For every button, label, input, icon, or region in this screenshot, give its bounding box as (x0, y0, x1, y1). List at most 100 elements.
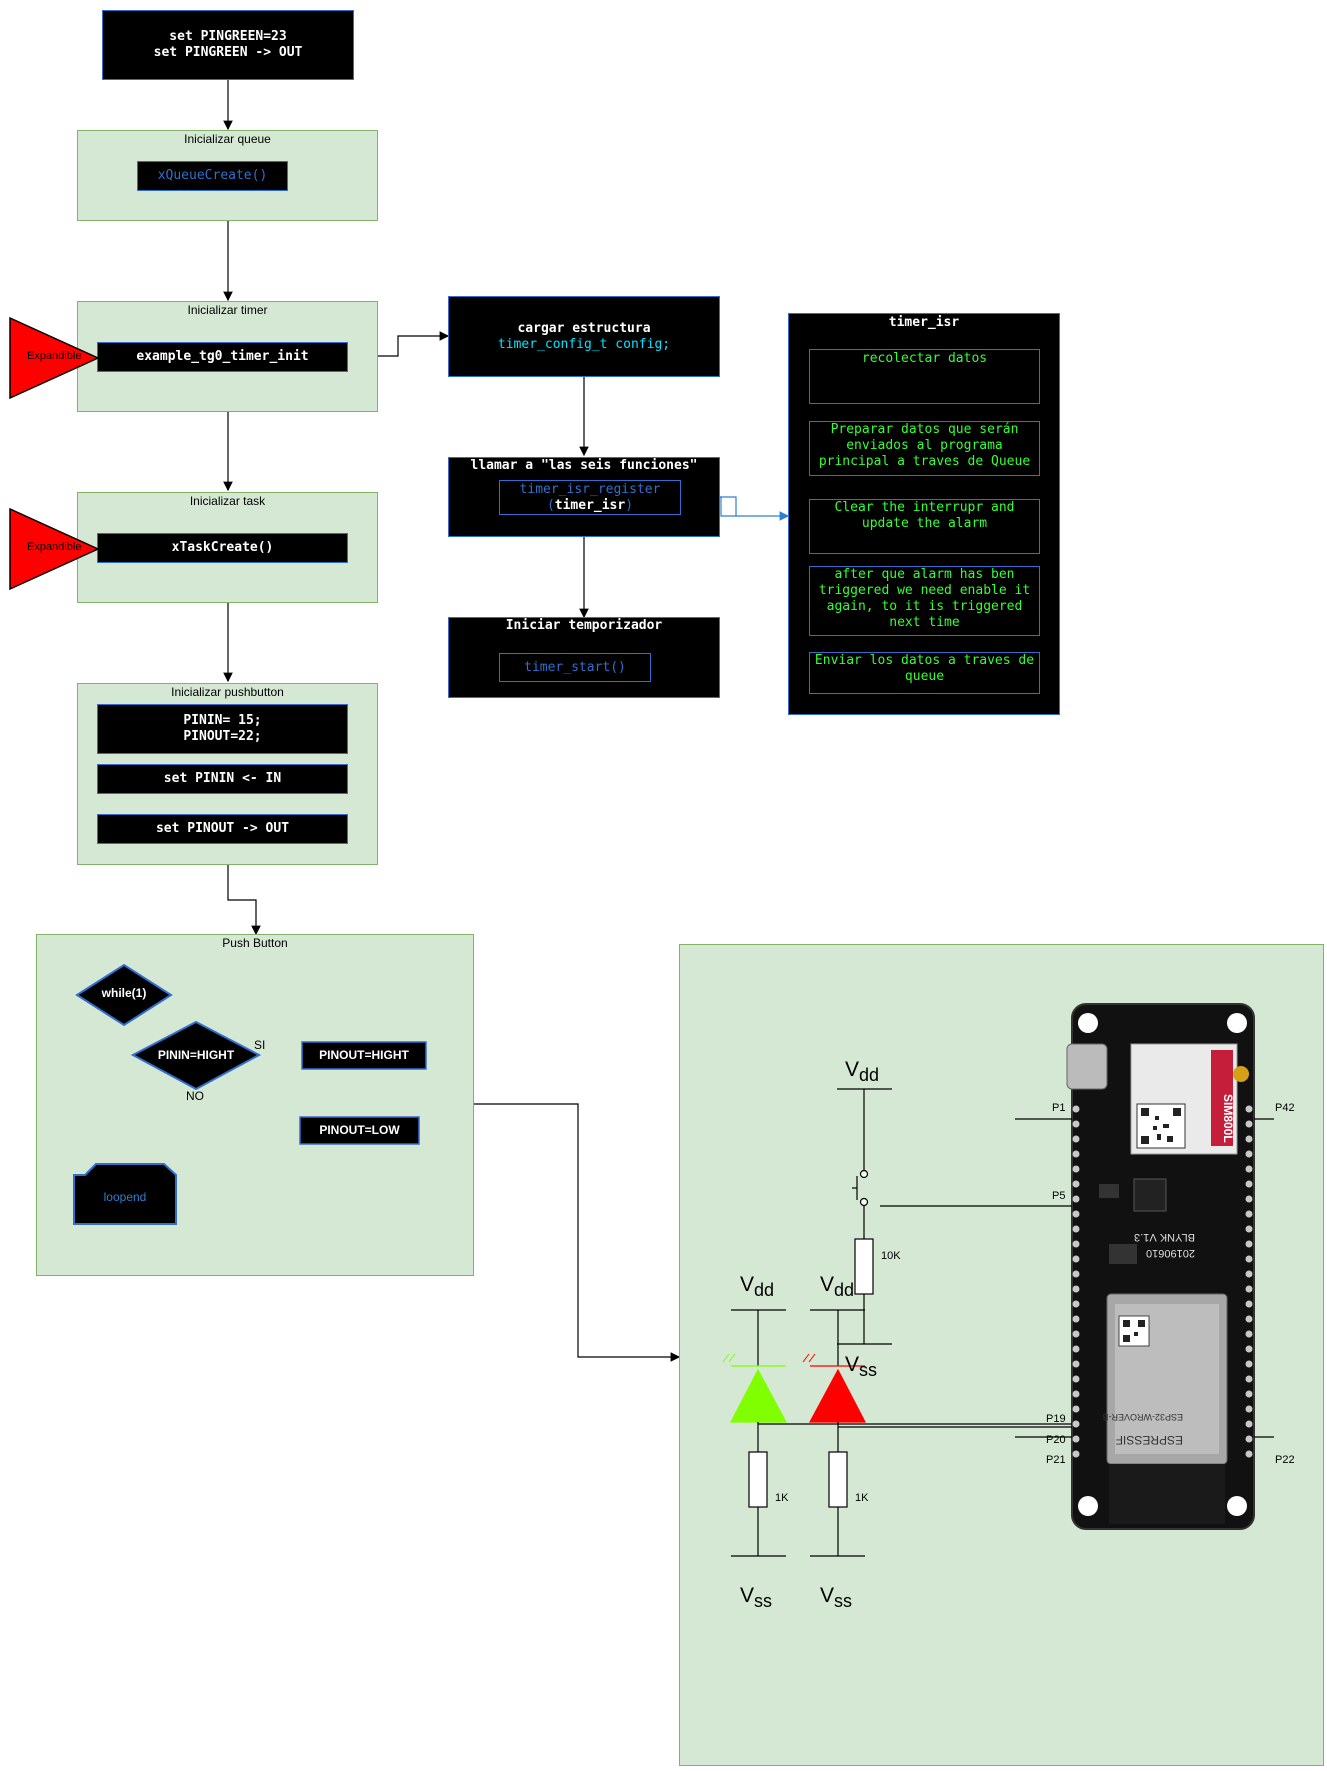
vdd-sub: dd (834, 1280, 855, 1301)
vss-sub: ss (834, 1591, 853, 1612)
isr-step-2[interactable]: Preparar datos que serán enviados al pro… (809, 421, 1040, 476)
arrow-pushbutton-to-loop (227, 865, 261, 936)
vss-green-led: Vss (740, 1584, 772, 1612)
isr-step-1-label: recolectar datos (861, 351, 988, 366)
xqueuecreate-block[interactable]: xQueueCreate() (137, 161, 288, 191)
condition-diamond[interactable] (130, 1020, 262, 1091)
vdd-switch: Vdd (845, 1058, 879, 1086)
start-line2: set PINGREEN -> OUT (153, 45, 303, 60)
pin-p22-label: P22 (1275, 1454, 1295, 1466)
loopend-shape[interactable] (73, 1163, 177, 1225)
isr-step-1[interactable]: recolectar datos (809, 349, 1040, 404)
set-pinout-block[interactable]: set PINOUT -> OUT (97, 814, 348, 844)
set-pinout-label: set PINOUT -> OUT (155, 821, 290, 836)
vdd-sub: dd (859, 1065, 880, 1086)
set-high-label: PINOUT=HIGHT (319, 1048, 409, 1062)
resistor-1k-red-label: 1K (855, 1492, 869, 1504)
expandible-label-timer: Expandible (27, 350, 82, 362)
while-diamond[interactable] (75, 963, 173, 1027)
set-low-block[interactable] (299, 1116, 420, 1145)
isr-step-3-label: Clear the interrupr and update the alarm (834, 500, 1015, 531)
push-button-title: Push Button (222, 936, 288, 950)
red-light-arrows (802, 1353, 816, 1363)
pin-p1-label: P1 (1052, 1102, 1066, 1114)
load-struct-line1: cargar estructura (517, 320, 651, 336)
set-pinin-label: set PININ <- IN (163, 771, 282, 786)
isr-step-3[interactable]: Clear the interrupr and update the alarm (809, 499, 1040, 554)
vss-red-led: Vss (820, 1584, 852, 1612)
six-functions-block[interactable]: llamar a "las seis funciones" timer_isr_… (448, 457, 720, 537)
condition-label: PININ=HIGHT (157, 1048, 235, 1062)
vss-main: V (820, 1584, 835, 1607)
vdd-red-led: Vdd (820, 1273, 854, 1301)
isr-paren-close: ) (625, 498, 634, 513)
resistor-1k-green-label: 1K (775, 1492, 789, 1504)
isr-step-4-label: after que alarm has ben triggered we nee… (818, 567, 1031, 630)
timer-init-block[interactable]: example_tg0_timer_init (97, 342, 348, 372)
timer-isr-title: timer_isr (888, 315, 960, 330)
xtaskcreate-label: xTaskCreate() (171, 540, 274, 555)
vss-main: V (740, 1584, 755, 1607)
vdd-sub: dd (754, 1280, 775, 1301)
vdd-main: V (820, 1273, 835, 1296)
xqueuecreate-label: xQueueCreate() (157, 168, 268, 183)
queue-group: Inicializar queue xQueueCreate() (77, 130, 378, 221)
board-name-text: BLYNK V1.3 (1134, 1231, 1195, 1243)
timer-start-call[interactable]: timer_start() (499, 653, 651, 682)
vss-sub: ss (754, 1591, 773, 1612)
load-struct-block[interactable]: cargar estructura timer_config_t config; (448, 296, 720, 377)
pushbutton-group-title: Inicializar pushbutton (171, 685, 284, 699)
vss-sub: ss (859, 1360, 878, 1381)
timer-group-title: Inicializar timer (187, 303, 268, 317)
pin-p20-label: P20 (1046, 1434, 1066, 1446)
arrow-pushbutton-to-circuit (474, 1103, 681, 1362)
queue-group-title: Inicializar queue (184, 132, 271, 146)
isr-step-5-label: Enviar los datos a traves de queue (814, 653, 1035, 684)
wrover-text: ESP32-WROVER-B (1102, 1412, 1183, 1422)
red-led-circuit (808, 1309, 866, 1557)
pin-assign-line1: PININ= 15; (183, 713, 262, 728)
circuit-drawing: SIM800L BLYNK V1.3 20190610 ESP32-WROVER… (722, 1003, 1274, 1557)
start-line1: set PINGREEN=23 (169, 29, 287, 44)
vdd-main: V (740, 1273, 755, 1296)
while-label: while(1) (101, 986, 147, 1000)
set-pinin-block[interactable]: set PININ <- IN (97, 764, 348, 794)
vss-switch: Vss (845, 1353, 877, 1381)
isr-paren-open: ( (546, 498, 555, 513)
start-timer-title: Iniciar temporizador (505, 618, 663, 633)
set-high-block[interactable] (301, 1041, 427, 1070)
isr-register-block[interactable]: timer_isr_register (timer_isr) (499, 480, 681, 515)
xtaskcreate-block[interactable]: xTaskCreate() (97, 533, 348, 563)
expandible-triangle-timer[interactable] (8, 316, 100, 400)
pin-p42-label: P42 (1275, 1102, 1295, 1114)
board-module-text: SIM800L (1221, 1094, 1235, 1143)
yes-label: SI (254, 1038, 266, 1052)
isr-arg-label: timer_isr (554, 498, 626, 513)
start-block[interactable]: set PINGREEN=23 set PINGREEN -> OUT (102, 10, 354, 80)
isr-step-4[interactable]: after que alarm has ben triggered we nee… (809, 566, 1040, 636)
pushbutton-init-group: Inicializar pushbutton PININ= 15; PINOUT… (77, 683, 378, 865)
resistor-10k-label: 10K (881, 1250, 901, 1262)
expandible-triangle-task[interactable] (8, 507, 100, 591)
vdd-green-led: Vdd (740, 1273, 774, 1301)
isr-step-2-label: Preparar datos que serán enviados al pro… (818, 422, 1031, 469)
start-timer-block[interactable]: Iniciar temporizador timer_start() (448, 617, 720, 698)
timer-isr-panel: timer_isr recolectar datos Preparar dato… (788, 313, 1060, 715)
vss-main: V (845, 1353, 860, 1376)
pin-assign-line2: PINOUT=22; (183, 729, 262, 744)
isr-step-5[interactable]: Enviar los datos a traves de queue (809, 652, 1040, 694)
green-light-arrows (722, 1353, 736, 1363)
task-group-title: Inicializar task (189, 494, 266, 508)
green-led-circuit (730, 1309, 788, 1557)
task-group: Inicializar task xTaskCreate() (77, 492, 378, 603)
board-date-text: 20190610 (1146, 1247, 1195, 1259)
pin-p21-label: P21 (1046, 1454, 1066, 1466)
timer-start-label: timer_start() (524, 660, 626, 675)
set-low-label: PINOUT=LOW (319, 1123, 400, 1137)
expandible-label-task: Expandible (27, 541, 82, 553)
pin-assign-block[interactable]: PININ= 15; PINOUT=22; (97, 704, 348, 754)
espressif-text: ESPRESSIF (1116, 1433, 1183, 1447)
loopend-label: loopend (103, 1190, 147, 1204)
esp32-board (1066, 1003, 1255, 1530)
load-struct-line2: timer_config_t config; (497, 336, 671, 352)
